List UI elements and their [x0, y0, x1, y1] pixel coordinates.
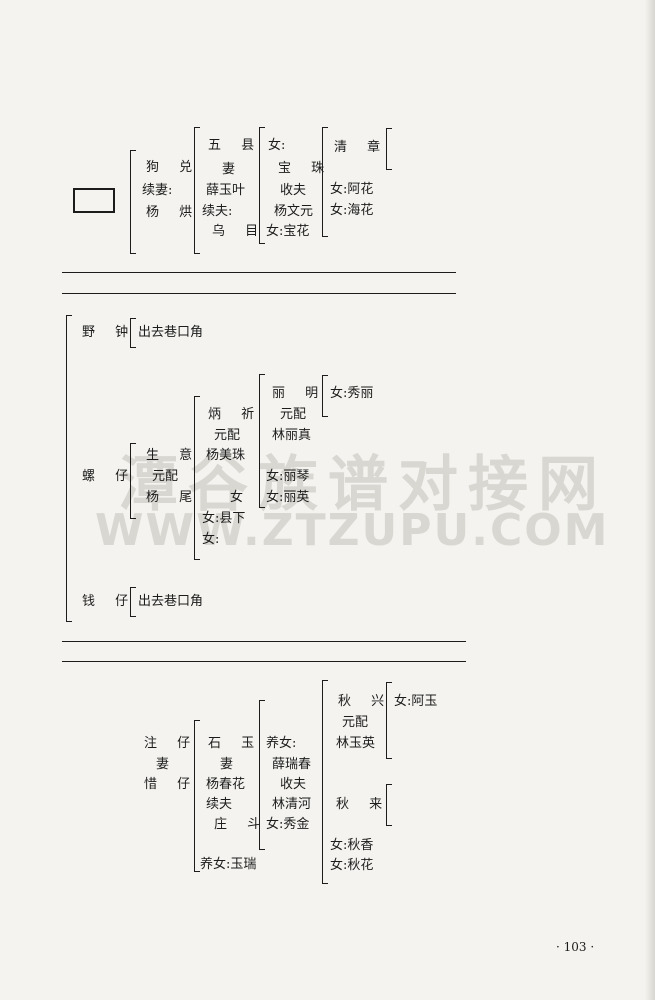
bracket — [130, 150, 136, 254]
daughter-name: 女:秋香 — [330, 838, 374, 853]
spouse-label: 续妻: — [142, 183, 173, 198]
daughter-name: 女:海花 — [330, 203, 374, 218]
person-name: 惜 仔 — [144, 777, 199, 792]
spouse-label: 收夫 — [280, 777, 307, 792]
daughter-name: 女:丽英 — [266, 490, 310, 505]
bracket — [194, 127, 200, 254]
spouse-label: 元配 — [280, 407, 307, 422]
spouse-label: 元配 — [152, 469, 179, 484]
note: 出去巷口角 — [138, 325, 204, 340]
person-name: 杨美珠 — [206, 448, 246, 463]
spouse-label: 妻 — [222, 162, 236, 177]
person-name: 狗 兑 — [146, 160, 201, 175]
spouse-label: 收夫 — [280, 183, 307, 198]
person-name: 林丽真 — [272, 428, 312, 443]
person-name: 杨春花 — [206, 777, 246, 792]
person-name: 五 县 — [208, 138, 263, 153]
divider — [62, 661, 466, 662]
daughter-name: 女:秋花 — [330, 858, 374, 873]
bracket — [259, 374, 265, 508]
bracket — [194, 720, 200, 872]
bracket — [130, 443, 136, 519]
daughter-name: 女:县下 — [202, 511, 246, 526]
bracket — [130, 318, 136, 348]
bracket — [66, 315, 72, 622]
divider — [62, 293, 456, 294]
person-name: 秋 来 — [336, 797, 391, 812]
person-name: 炳 祈 — [208, 407, 263, 422]
person-name: 乌 目 — [212, 224, 267, 239]
daughter-name: 女:阿玉 — [394, 694, 438, 709]
person-name: 林玉英 — [336, 736, 376, 751]
bracket — [322, 127, 328, 237]
page-edge — [645, 0, 655, 1000]
daughter-name: 女:丽琴 — [266, 469, 310, 484]
bracket — [386, 128, 392, 170]
person-name: 螺 仔 — [82, 469, 137, 484]
person-name: 秋 兴 — [338, 694, 393, 709]
person-name: 杨 尾 — [146, 490, 201, 505]
person-name: 杨文元 — [274, 204, 314, 219]
spouse-label: 元配 — [214, 428, 241, 443]
spouse-label: 元配 — [342, 715, 369, 730]
adopted-daughter-name: 养女:玉瑞 — [200, 857, 257, 872]
person-name: 杨 烘 — [146, 205, 201, 220]
person-name: 注 仔 — [144, 736, 199, 751]
person-name: 薛瑞春 — [272, 757, 312, 772]
daughter-label: 女 — [230, 490, 244, 505]
bracket — [322, 680, 328, 884]
bracket — [194, 396, 200, 560]
person-name: 林清河 — [272, 797, 312, 812]
daughter-name: 女:宝花 — [266, 224, 310, 239]
spouse-label: 续夫 — [206, 797, 233, 812]
watermark-en: WWW.ZTZUPU.COM — [95, 505, 610, 556]
person-name: 丽 明 — [272, 386, 327, 401]
bracket — [130, 587, 136, 617]
spouse-label: 妻 — [220, 757, 234, 772]
adopted-daughter-label: 养女: — [266, 736, 297, 751]
bracket — [259, 127, 265, 244]
bracket — [322, 375, 328, 417]
daughter-label: 女: — [268, 138, 286, 153]
person-name: 生 意 — [146, 448, 201, 463]
person-name: 宝 珠 — [278, 161, 333, 176]
person-name: 薛玉叶 — [206, 183, 246, 198]
person-name: 庄 斗 — [214, 817, 269, 832]
daughter-name: 女:阿花 — [330, 182, 374, 197]
daughter-name: 女:秀金 — [266, 817, 310, 832]
daughter-label: 女: — [202, 532, 220, 547]
daughter-name: 女:秀丽 — [330, 386, 374, 401]
bracket — [259, 700, 265, 850]
person-name: 野 钟 — [82, 325, 137, 340]
bracket — [386, 682, 392, 759]
person-name: 钱 仔 — [82, 594, 137, 609]
blank-box — [73, 188, 115, 213]
page-number: · 103 · — [556, 940, 595, 954]
person-name: 石 玉 — [208, 736, 263, 751]
bracket — [386, 784, 392, 826]
divider — [62, 641, 466, 642]
note: 出去巷口角 — [138, 594, 204, 609]
spouse-label: 续夫: — [202, 204, 233, 219]
person-name: 清 章 — [334, 140, 389, 155]
spouse-label: 妻 — [156, 757, 170, 772]
divider — [62, 272, 456, 273]
